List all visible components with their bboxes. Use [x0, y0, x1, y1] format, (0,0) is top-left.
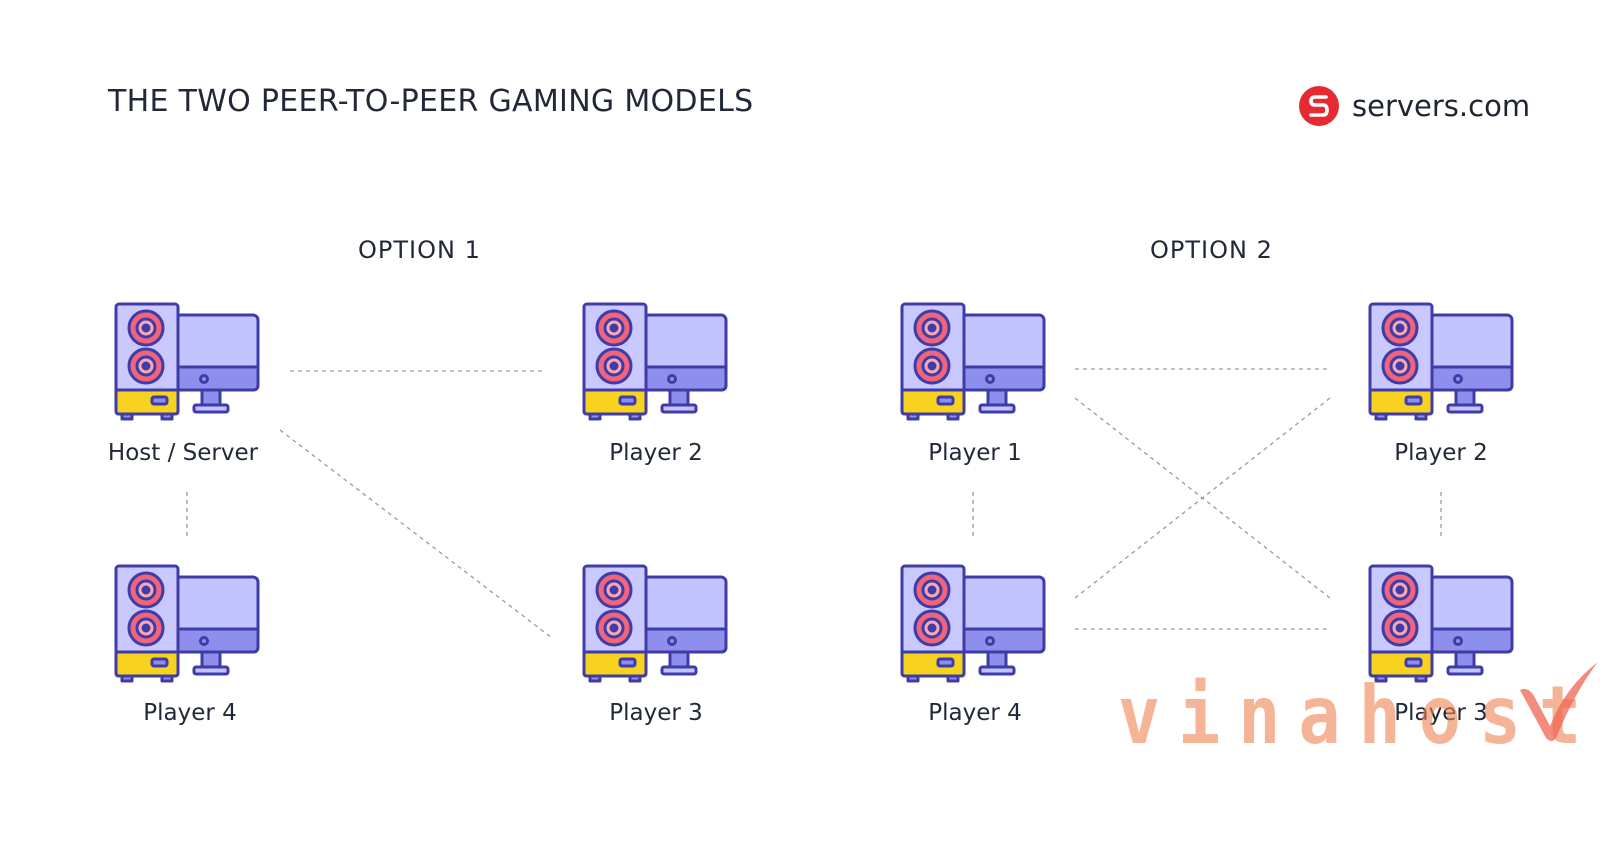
checkmark-watermark-icon — [1520, 662, 1598, 741]
node-label-player-1: Player 1 — [928, 440, 1022, 466]
player-1-computer-icon — [898, 302, 1048, 422]
option-1-title: OPTION 1 — [358, 236, 481, 264]
player-2-computer-icon — [580, 302, 730, 422]
option-2-title: OPTION 2 — [1150, 236, 1273, 264]
node-label-player-3: Player 3 — [1394, 700, 1488, 726]
host-server-computer-icon — [112, 302, 262, 422]
player-3-computer-icon — [580, 564, 730, 684]
node-label-player-4: Player 4 — [143, 700, 237, 726]
player-3-computer-icon — [1366, 564, 1516, 684]
link-p4-p2 — [1074, 397, 1331, 599]
node-label-player-2: Player 2 — [1394, 440, 1488, 466]
player-4-computer-icon — [112, 564, 262, 684]
diagram-title: THE TWO PEER-TO-PEER GAMING MODELS — [108, 84, 754, 119]
brand-name: servers.com — [1352, 89, 1531, 123]
vinahost-watermark: vinahost. — [1118, 668, 1613, 763]
node-label-player-3: Player 3 — [609, 700, 703, 726]
node-label-player-4: Player 4 — [928, 700, 1022, 726]
player-4-computer-icon — [898, 564, 1048, 684]
brand-logo[interactable]: servers.com — [1298, 84, 1530, 128]
node-label-player-2: Player 2 — [609, 440, 703, 466]
link-host-player3 — [279, 429, 553, 639]
servers-logo-icon — [1299, 86, 1339, 126]
player-2-computer-icon — [1366, 302, 1516, 422]
node-label-host-server: Host / Server — [107, 440, 259, 466]
